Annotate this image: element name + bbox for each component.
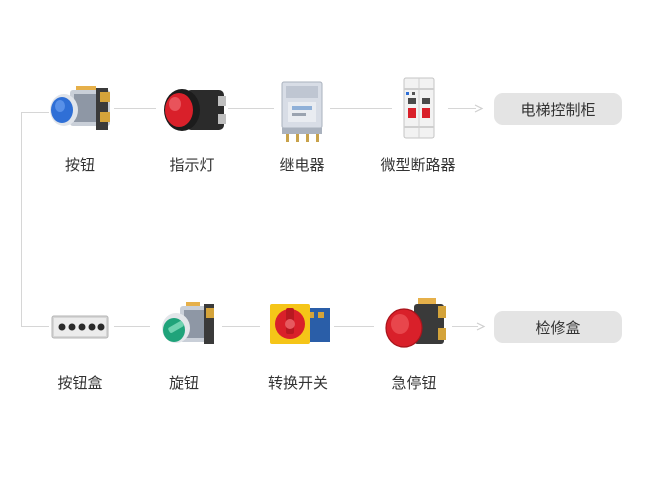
row2-arrow-icon [476, 322, 486, 331]
row1-arrow-icon [474, 104, 484, 113]
emergency-stop-button-icon [364, 294, 464, 364]
node-label: 转换开关 [248, 372, 348, 393]
push-button-icon [30, 76, 130, 146]
node-label: 旋钮 [134, 372, 234, 393]
node-label: 按钮 [30, 154, 130, 175]
changeover-switch-icon [248, 294, 348, 364]
node-label: 继电器 [252, 154, 352, 175]
rotary-knob-icon [134, 294, 234, 364]
button-box-icon [30, 294, 130, 364]
indicator-light-icon [142, 76, 242, 146]
node-label: 微型断路器 [368, 154, 468, 175]
relay-icon [252, 76, 352, 146]
target-elevator-control-cabinet: 电梯控制柜 [494, 93, 622, 125]
miniature-circuit-breaker-icon [368, 76, 468, 146]
target-inspection-box: 检修盒 [494, 311, 622, 343]
node-label: 指示灯 [142, 154, 242, 175]
left-bracket-vertical [21, 112, 22, 327]
node-label: 急停钮 [364, 372, 464, 393]
node-label: 按钮盒 [30, 372, 130, 393]
